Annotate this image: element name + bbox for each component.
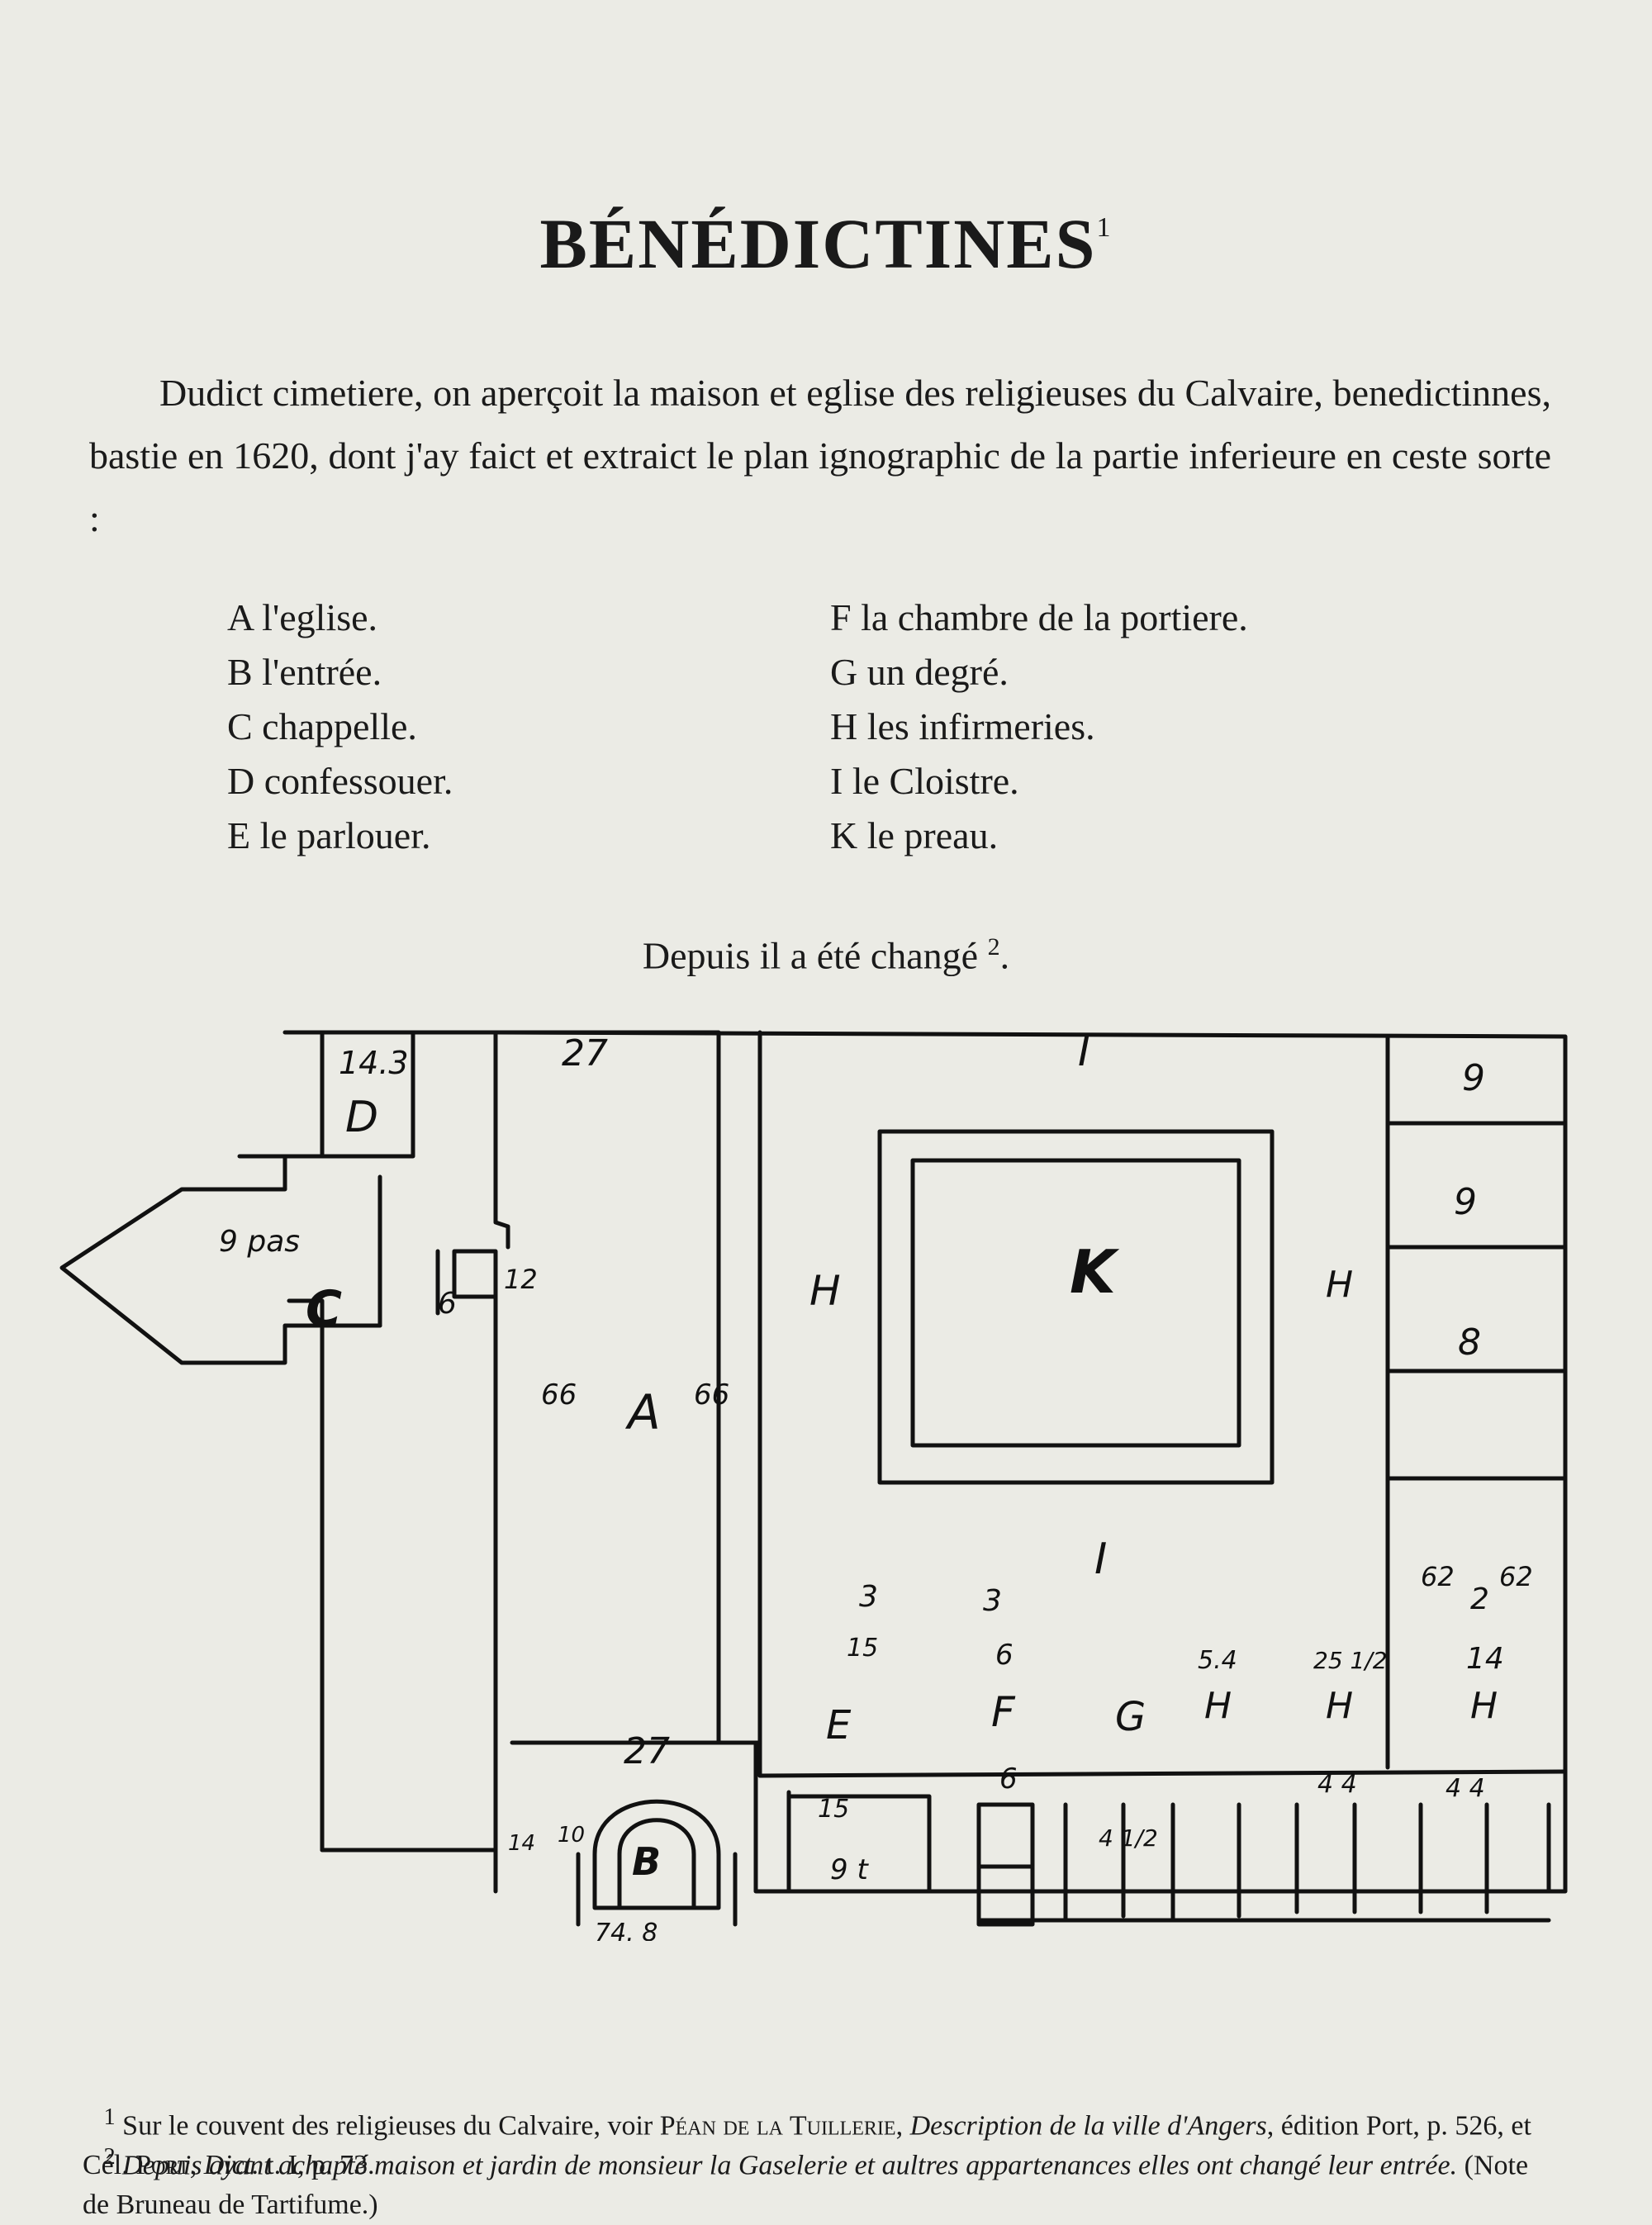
legend-left-column: A l'eglise. B l'entrée. C chappelle. D c… (227, 591, 453, 863)
footnote-1-text-a: Sur le couvent des religieuses du Calvai… (122, 2110, 653, 2142)
legend-item-k: K le preau. (830, 814, 999, 856)
floor-plan-sketch: 14.3 D 27 9 pas C 6 12 66 A 66 H I K H I… (59, 1027, 1568, 1941)
plan-label-6c: 6 (999, 1762, 1018, 1796)
legend-item-h: H les infirmeries. (830, 705, 1095, 747)
plan-label-9a: 9 (1462, 1057, 1485, 1099)
title-footnote-mark: 1 (1096, 212, 1113, 243)
footnote-1-text-c: , édition Port, p. 526, et Cél. (83, 2110, 1531, 2181)
plan-label-27-top: 27 (562, 1032, 608, 1075)
footnote-1-text-e: t. I, p. 73. (259, 2150, 375, 2181)
plan-label-2: 2 (1470, 1582, 1489, 1616)
footnote-1-text-b: , (895, 2110, 910, 2142)
intro-text: Dudict cimetiere, on aperçoit la maison … (89, 372, 1551, 539)
footnote-1: 1 Sur le couvent des religieuses du Calv… (83, 2098, 1553, 2185)
changed-note-line: Depuis il a été changé 2. (642, 933, 1010, 977)
plan-label-8: 8 (1458, 1321, 1481, 1364)
footnote-1-number: 1 (103, 2104, 116, 2130)
title-text: BÉNÉDICTINES (539, 204, 1097, 283)
footnote-1-author2: Port (135, 2150, 190, 2181)
plan-label-g: G (1115, 1694, 1146, 1740)
plan-label-62a: 62 (1421, 1561, 1455, 1592)
legend-item-g: G un degré. (830, 651, 1009, 693)
plan-label-62b: 62 (1499, 1561, 1533, 1592)
plan-label-h1: H (1204, 1685, 1232, 1727)
plan-label-44b: 4 4 (1446, 1774, 1485, 1803)
plan-label-9b: 9 (1454, 1181, 1477, 1223)
plan-label-44a: 4 4 (1317, 1770, 1357, 1799)
footnote-1-author: Péan de la Tuillerie (659, 2110, 896, 2142)
plan-label-66a: 66 (541, 1378, 577, 1411)
plan-label-b: B (632, 1839, 661, 1884)
plan-label-14b: 14 (508, 1831, 535, 1856)
changed-text: Depuis il a été changé (642, 934, 979, 977)
plan-label-6: 6 (438, 1287, 457, 1321)
plan-label-66b: 66 (694, 1378, 729, 1411)
plan-label-15: 15 (847, 1634, 878, 1663)
plan-label-27-bottom: 27 (624, 1730, 670, 1772)
plan-label-i-top: I (1078, 1027, 1090, 1075)
legend-item-i: I le Cloistre. (830, 760, 1019, 802)
footnote-2: 2 Depuis ayant achapté maison et jardin … (83, 2137, 1553, 2225)
plan-label-15b: 15 (818, 1795, 849, 1824)
page-title: BÉNÉDICTINES1 (0, 202, 1652, 285)
legend-item-b: B l'entrée. (227, 651, 382, 693)
plan-label-3a: 3 (859, 1580, 878, 1614)
plan-label-10: 10 (558, 1823, 585, 1848)
plan-label-e: E (826, 1702, 852, 1748)
plan-label-74-8: 74. 8 (595, 1919, 657, 1941)
changed-footnote-mark: 2 (987, 933, 1000, 961)
legend-item-a: A l'eglise. (227, 596, 378, 638)
plan-label-d: D (345, 1093, 378, 1142)
plan-label-25-half: 25 1/2 (1313, 1647, 1388, 1674)
plan-label-5-4: 5.4 (1198, 1646, 1237, 1675)
plan-label-9-pas: 9 pas (219, 1225, 300, 1259)
plan-label-f: F (991, 1688, 1016, 1736)
legend-item-f: F la chambre de la portiere. (830, 596, 1248, 638)
plan-label-6b: 6 (995, 1639, 1014, 1672)
footnote-1-work2: Dict. (203, 2150, 259, 2181)
plan-label-12: 12 (504, 1264, 538, 1295)
footnote-1-text-d: , (189, 2150, 204, 2181)
plan-label-3b: 3 (983, 1584, 1002, 1618)
plan-label-h-right: H (1326, 1264, 1353, 1306)
plan-label-14: 14 (1466, 1642, 1504, 1676)
plan-label-h3: H (1470, 1685, 1498, 1727)
plan-label-4-half: 4 1/2 (1099, 1824, 1158, 1852)
plan-label-c: C (306, 1280, 342, 1338)
legend-item-e: E le parlouer. (227, 814, 431, 856)
footnote-2-italic: Depuis ayant achapté maison et jardin de… (122, 2150, 1458, 2181)
footnote-2-number: 2 (103, 2144, 116, 2170)
intro-paragraph: Dudict cimetiere, on aperçoit la maison … (89, 362, 1551, 550)
plan-label-k: K (1070, 1237, 1120, 1307)
plan-label-h-left: H (809, 1267, 841, 1315)
legend-item-d: D confessouer. (227, 760, 453, 802)
plan-label-a: A (624, 1384, 661, 1440)
legend-right-column: F la chambre de la portiere. G un degré.… (830, 591, 1248, 863)
plan-label-9t: 9 t (830, 1853, 869, 1886)
plan-label-i-bottom: I (1094, 1535, 1107, 1584)
legend-item-c: C chappelle. (227, 705, 417, 747)
plan-label-h2: H (1326, 1685, 1353, 1727)
plan-label-14-3: 14.3 (339, 1045, 409, 1081)
footnote-1-work: Description de la ville d'Angers (909, 2110, 1267, 2142)
